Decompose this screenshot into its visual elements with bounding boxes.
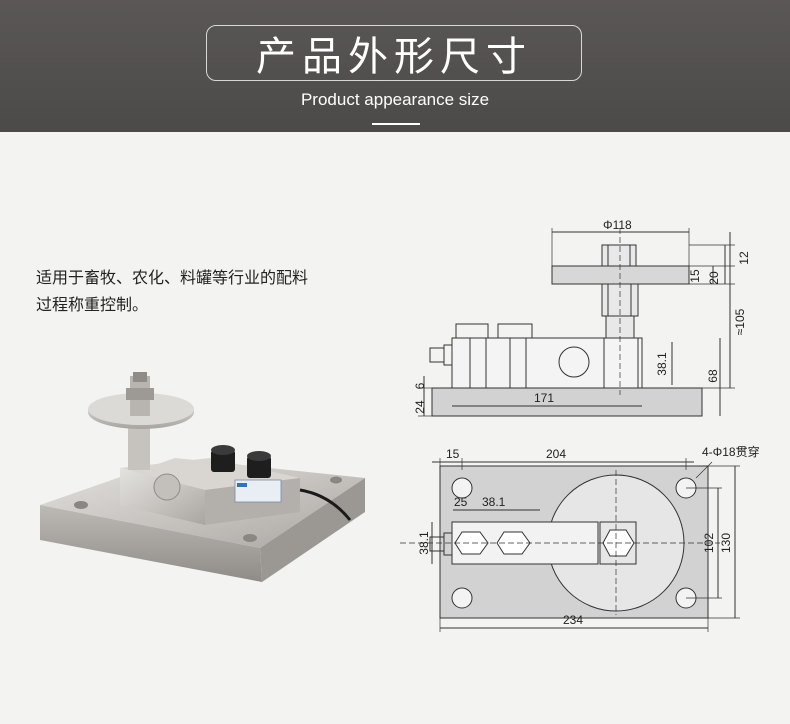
dim-25: 25 [454, 495, 468, 509]
dim-68: 68 [706, 369, 720, 383]
description-line-1: 适用于畜牧、农化、料罐等行业的配料 [36, 268, 309, 287]
dim-12: 12 [737, 251, 751, 265]
dim-holes: 4-Φ18贯穿 [702, 444, 760, 459]
page-title: 产品外形尺寸 [256, 34, 532, 80]
dim-171: 171 [534, 391, 554, 405]
dim-38-1-side: 38.1 [655, 352, 669, 376]
dim-102: 102 [702, 533, 716, 553]
dim-234: 234 [563, 613, 583, 627]
dim-15-top: 15 [446, 447, 460, 461]
product-description: 适用于畜牧、农化、料罐等行业的配料 过程称重控制。 [36, 264, 376, 318]
header-banner: 产品外形尺寸 Product appearance size [0, 0, 790, 132]
load-cell-body [120, 458, 300, 525]
dim-20: 20 [707, 271, 721, 285]
side-view-drawing [418, 228, 735, 417]
top-view-drawing [400, 458, 740, 632]
page-subtitle: Product appearance size [300, 90, 490, 109]
dim-38-1-vertical: 38.1 [417, 531, 431, 555]
mounting-disk [88, 372, 194, 470]
dim-105: ≈105 [733, 308, 747, 335]
dim-15: 15 [688, 269, 702, 283]
dim-24: 24 [413, 400, 427, 414]
dim-38-1-horizontal: 38.1 [482, 495, 506, 509]
description-line-2: 过程称重控制。 [36, 295, 149, 314]
dim-130: 130 [719, 533, 733, 553]
dim-top-diameter: Φ118 [603, 218, 632, 232]
dim-6: 6 [413, 382, 427, 389]
dim-204: 204 [546, 447, 566, 461]
black-bolts [211, 445, 271, 478]
subtitle-underline [372, 123, 420, 125]
cable [299, 488, 352, 521]
title-frame: 产品外形尺寸 [206, 25, 582, 81]
